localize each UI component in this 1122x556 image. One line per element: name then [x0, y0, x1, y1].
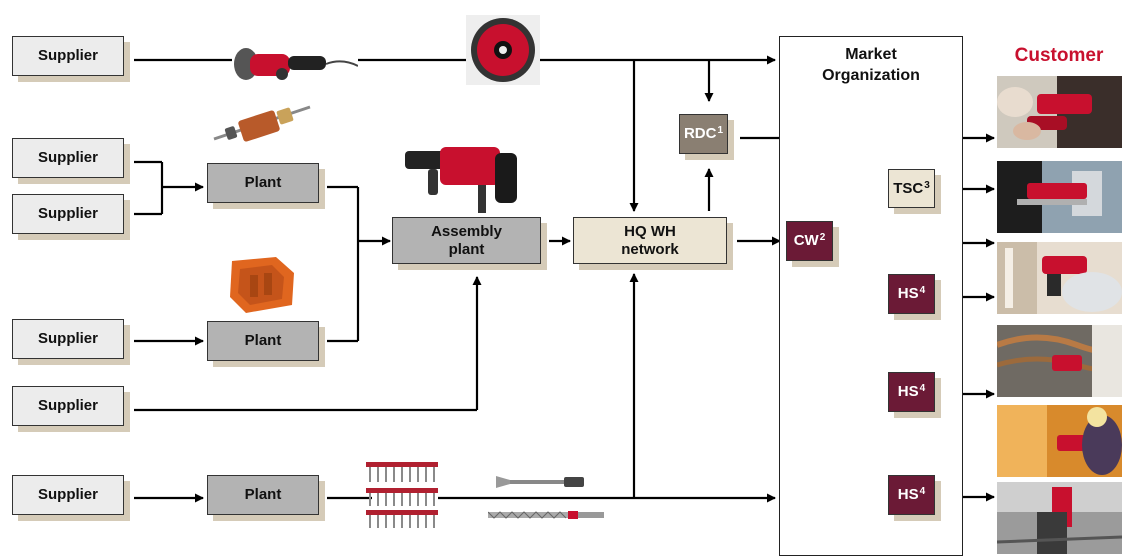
- plant-label: Plant: [244, 174, 282, 191]
- plant-box-1: Plant: [207, 163, 319, 203]
- customer-title: Customer: [1014, 45, 1104, 66]
- cw-label: CW: [793, 232, 819, 249]
- hs-footnote: 4: [919, 285, 926, 296]
- drill-bit-icon: [488, 511, 604, 519]
- supplier-label: Supplier: [37, 47, 98, 64]
- customer-photo-1: [997, 76, 1122, 148]
- hq-label-line1: HQ WH: [624, 222, 676, 240]
- hs-box-2: HS4: [888, 372, 935, 412]
- motor-housing-icon: [230, 257, 294, 313]
- supplier-box-2: Supplier: [12, 138, 124, 178]
- market-title-line2: Organization: [822, 67, 920, 84]
- supplier-label: Supplier: [37, 205, 98, 222]
- rdc-label: RDC: [683, 125, 717, 142]
- rdc-footnote: 1: [717, 125, 724, 136]
- hs-label: HS: [897, 285, 919, 302]
- tsc-footnote: 3: [924, 179, 930, 191]
- customer-photo-4: [997, 325, 1122, 397]
- supplier-label: Supplier: [37, 149, 98, 166]
- plant-label: Plant: [244, 486, 282, 503]
- assembly-label-line2: plant: [448, 240, 485, 258]
- supplier-box-4: Supplier: [12, 319, 124, 359]
- cw-box: CW2: [786, 221, 833, 261]
- plant-box-3: Plant: [207, 475, 319, 515]
- hq-label-line2: network: [621, 240, 679, 258]
- supplier-label: Supplier: [37, 486, 98, 503]
- plant-label: Plant: [244, 332, 282, 349]
- customer-photo-3: [997, 242, 1122, 314]
- angle-grinder-icon: [234, 48, 358, 80]
- cw-footnote: 2: [819, 232, 826, 243]
- customer-photo-6: [997, 482, 1122, 554]
- diamond-blade-icon: [466, 15, 540, 85]
- tsc-label: TSC: [893, 179, 924, 197]
- customer-photo-2: [997, 161, 1122, 233]
- market-organization-title: Market Organization: [780, 44, 962, 86]
- hs-footnote: 4: [919, 486, 926, 497]
- tsc-box: TSC3: [888, 169, 935, 208]
- chisel-icon: [496, 476, 584, 488]
- armature-icon: [213, 105, 311, 142]
- assembly-label-line1: Assembly: [431, 222, 502, 240]
- supplier-box-1: Supplier: [12, 36, 124, 76]
- customer-photo-5: [997, 405, 1122, 477]
- hs-footnote: 4: [919, 383, 926, 394]
- rotary-hammer-icon: [405, 147, 517, 213]
- hs-box-3: HS4: [888, 475, 935, 515]
- supplier-box-6: Supplier: [12, 475, 124, 515]
- supplier-label: Supplier: [37, 330, 98, 347]
- nails-icon: [366, 462, 438, 528]
- supplier-box-5: Supplier: [12, 386, 124, 426]
- market-organization-box: Market Organization: [779, 36, 963, 556]
- supplier-box-3: Supplier: [12, 194, 124, 234]
- market-title-line1: Market: [845, 46, 897, 63]
- hs-label: HS: [897, 486, 919, 503]
- hs-box-1: HS4: [888, 274, 935, 314]
- hs-label: HS: [897, 383, 919, 400]
- rdc-box: RDC1: [679, 114, 728, 154]
- plant-box-2: Plant: [207, 321, 319, 361]
- supplier-label: Supplier: [37, 397, 98, 414]
